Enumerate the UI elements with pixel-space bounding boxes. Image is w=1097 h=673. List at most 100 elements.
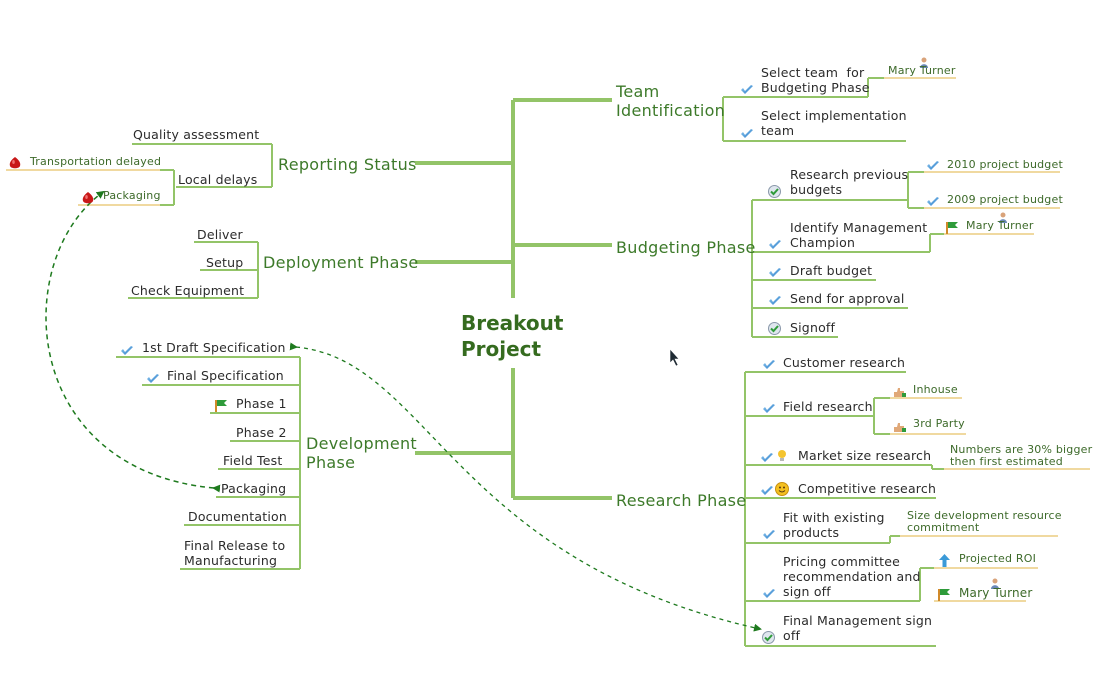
task-line-2: budgets [790,182,843,197]
task-final-management-sign-off[interactable]: Final Management sign off [783,613,932,643]
task-line-1: Identify Management [790,220,928,235]
checkmark-icon [762,585,776,598]
task-complete-icon [768,183,781,198]
thumbs-up-icon [893,418,906,432]
note-size-development-resource[interactable]: Size development resource commitment [907,510,1062,534]
checkmark-icon [768,292,782,305]
checkmark-icon [926,193,940,206]
note-inhouse[interactable]: Inhouse [913,383,958,396]
resource-mary-turner[interactable]: Mary Turner [888,64,956,77]
subtopic-setup[interactable]: Setup [206,255,244,270]
root-line-2: Project [461,337,542,361]
right-note-underlines [884,77,1090,602]
topic-development-line-1: Development [306,434,418,453]
subtopic-quality-assessment[interactable]: Quality assessment [133,127,260,142]
note-2009-project-budget[interactable]: 2009 project budget [947,193,1063,206]
task-select-implementation-team[interactable]: Select implementation team [761,108,907,138]
checkmark-icon [762,400,776,413]
final-release-line-1: Final Release to [184,538,286,553]
task-research-previous-budgets[interactable]: Research previous budgets [790,167,908,197]
note-market-size[interactable]: Numbers are 30% bigger then first estima… [950,444,1092,468]
topic-budgeting-phase[interactable]: Budgeting Phase [616,238,756,257]
task-identify-management-champion[interactable]: Identify Management Champion [790,220,927,250]
checkmark-icon [760,482,774,495]
subtopic-local-delays[interactable]: Local delays [178,172,258,187]
note-packaging[interactable]: Packaging [103,189,161,202]
task-line-2: Champion [790,235,856,250]
task-market-size-research[interactable]: Market size research [798,448,932,463]
checkmark-icon [120,342,134,355]
team-line-2: Identification [616,101,726,120]
subtopic-1st-draft-specification[interactable]: 1st Draft Specification [142,340,286,355]
note-line-1: Numbers are 30% bigger [950,443,1093,456]
note-line-2: then first estimated [950,455,1063,468]
resource-mary-turner[interactable]: Mary Turner [959,586,1033,600]
task-send-for-approval[interactable]: Send for approval [790,291,905,306]
note-projected-roi[interactable]: Projected ROI [959,552,1037,565]
task-line-1: Fit with existing [783,510,885,525]
person-icon [919,53,929,68]
topic-development-phase[interactable]: Development Phase [306,434,417,472]
subtopic-packaging[interactable]: Packaging [221,481,287,496]
topic-development-line-2: Phase [306,453,356,472]
subtopic-documentation[interactable]: Documentation [188,509,287,524]
checkmark-icon [762,356,776,369]
person-icon [990,574,1000,589]
green-flag-icon [937,586,951,601]
red-flag-marker-icon [9,154,21,169]
checkmark-icon [768,264,782,277]
task-line-1: Research previous [790,167,909,182]
task-draft-budget[interactable]: Draft budget [790,263,873,278]
thumbs-up-icon [893,383,906,397]
relationship-arrow-signoff[interactable] [289,342,762,632]
task-line-3: sign off [783,584,831,599]
task-pricing-committee[interactable]: Pricing committee recommendation and sig… [783,554,921,599]
subtopic-phase-1[interactable]: Phase 1 [236,396,287,411]
task-fit-with-existing-products[interactable]: Fit with existing products [783,510,885,540]
central-trunk [415,98,612,500]
task-line-2: team [761,123,795,138]
arrow-up-priority-icon [939,552,950,567]
task-complete-icon [768,320,781,335]
note-3rd-party[interactable]: 3rd Party [913,417,965,430]
task-complete-icon [762,629,775,644]
checkmark-icon [740,125,754,138]
task-customer-research[interactable]: Customer research [783,355,906,370]
topic-reporting-status[interactable]: Reporting Status [278,155,417,174]
subtopic-final-specification[interactable]: Final Specification [167,368,284,383]
mouse-cursor-icon [669,348,680,367]
topic-deployment-phase[interactable]: Deployment Phase [263,253,419,272]
task-signoff[interactable]: Signoff [790,320,836,335]
note-line-2: commitment [907,521,980,534]
relationship-arrow-packaging[interactable] [45,190,221,493]
topic-team-identification[interactable]: Team Identification [616,82,725,120]
task-competitive-research[interactable]: Competitive research [798,481,937,496]
checkmark-icon [146,370,160,383]
subtopic-final-release[interactable]: Final Release to Manufacturing [184,538,285,568]
task-select-team-budgeting[interactable]: Select team for Budgeting Phase [761,65,870,95]
root-topic[interactable]: Breakout Project [461,310,563,362]
final-release-line-2: Manufacturing [184,553,278,568]
resource-mary-turner[interactable]: Mary Turner [966,219,1034,232]
person-icon [998,208,1008,223]
task-field-research[interactable]: Field research [783,399,873,414]
subtopic-check-equipment[interactable]: Check Equipment [131,283,245,298]
task-line-2: Budgeting Phase [761,80,870,95]
task-line-1: Select implementation [761,108,907,123]
note-transportation-delayed[interactable]: Transportation delayed [30,155,162,168]
checkmark-icon [926,157,940,170]
subtopic-phase-2[interactable]: Phase 2 [236,425,287,440]
red-flag-marker-icon [82,189,94,204]
subtopic-deliver[interactable]: Deliver [197,227,243,242]
subtopic-field-test[interactable]: Field Test [223,453,283,468]
task-line-2: off [783,628,801,643]
green-flag-icon [214,397,228,412]
topic-research-phase[interactable]: Research Phase [616,491,747,510]
checkmark-icon [762,526,776,539]
lightbulb-icon [777,447,787,461]
checkmark-icon [768,236,782,249]
task-line-1: Select team for [761,65,865,80]
note-2010-project-budget[interactable]: 2010 project budget [947,158,1063,171]
checkmark-icon [740,81,754,94]
